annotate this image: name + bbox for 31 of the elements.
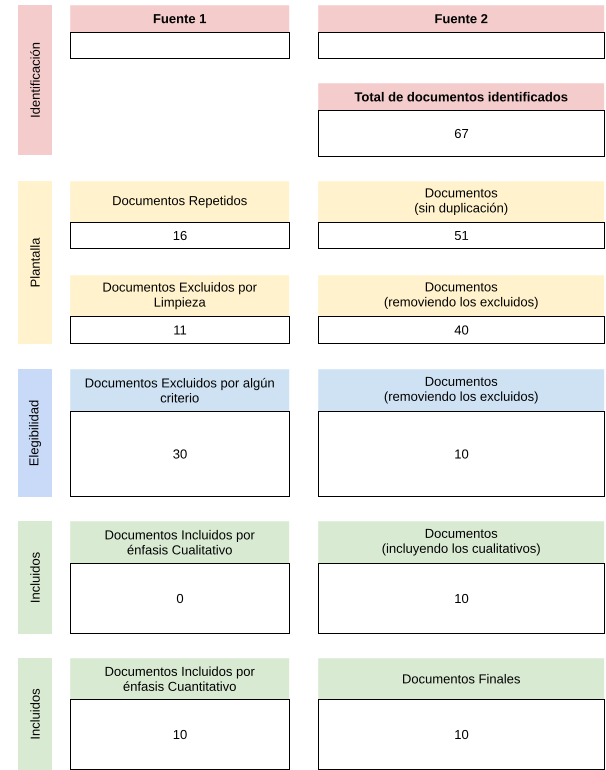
value-box: 16 (70, 222, 290, 249)
stage-band: Identificación (18, 5, 52, 155)
header-band: Total de documentos identificados (318, 83, 604, 110)
header-band: Documentos (sin duplicación) (318, 181, 604, 222)
stage-band: Incluidos (18, 521, 52, 634)
value-box: 10 (318, 411, 605, 497)
header-band: Documentos Finales (318, 658, 604, 700)
value-box: 51 (318, 222, 605, 249)
value-box: 0 (70, 563, 290, 634)
stage-band: Plantalla (18, 181, 52, 344)
header-band: Documentos (incluyendo los cualitativos) (318, 521, 604, 564)
value-box: 10 (318, 563, 605, 634)
header-band: Fuente 2 (318, 5, 604, 32)
value-box (70, 32, 290, 59)
header-band: Documentos (removiendo los excluidos) (318, 275, 604, 316)
value-box: 10 (318, 699, 605, 770)
header-band: Documentos Incluidos por énfasis Cualitativo (70, 521, 290, 564)
value-box: 40 (318, 316, 605, 344)
value-box: 11 (70, 316, 290, 344)
header-band: Fuente 1 (70, 5, 290, 32)
header-band: Documentos Repetidos (70, 181, 290, 222)
value-box: 10 (70, 699, 290, 770)
header-band: Documentos (removiendo los excluidos) (318, 369, 604, 412)
header-band: Documentos Excluidos por algún criterio (70, 369, 290, 412)
value-box: 30 (70, 411, 290, 497)
stage-band: Incluidos (18, 658, 52, 770)
value-box (318, 32, 605, 59)
stage-band: Elegibilidad (18, 369, 52, 497)
value-box: 67 (318, 110, 605, 157)
header-band: Documentos Excluidos por Limpieza (70, 275, 290, 316)
header-band: Documentos Incluidos por énfasis Cuantitativo (70, 658, 290, 700)
